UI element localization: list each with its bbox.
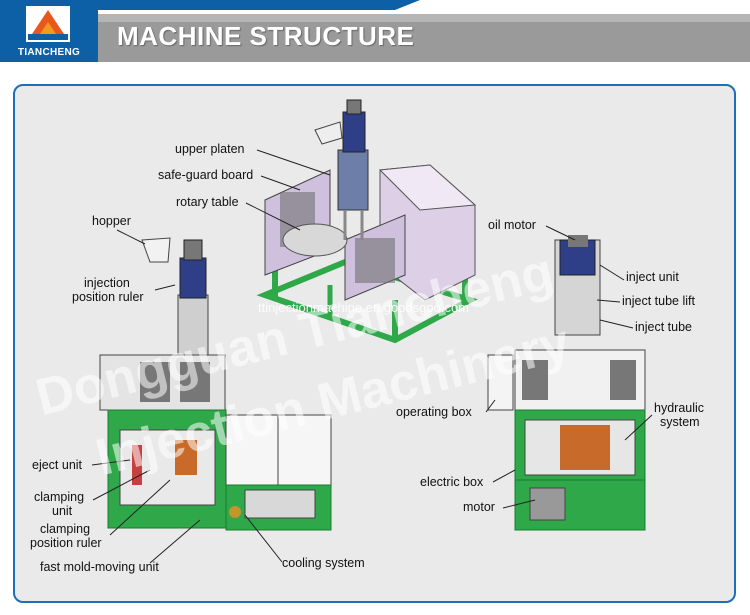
label-safe-guard-board: safe-guard board bbox=[158, 168, 254, 182]
label-clamping-position-ruler-1: clamping bbox=[40, 522, 91, 536]
label-electric-box: electric box bbox=[420, 475, 484, 489]
label-inject-unit: inject unit bbox=[626, 270, 679, 284]
label-eject-unit: eject unit bbox=[32, 458, 83, 472]
logo-mark-icon bbox=[26, 6, 70, 42]
page-title: MACHINE STRUCTURE bbox=[117, 21, 415, 51]
left-machine-illustration bbox=[99, 237, 332, 531]
label-clamping-unit-1: clamping bbox=[34, 490, 85, 504]
label-rotary-table: rotary table bbox=[176, 195, 239, 209]
leader-lines bbox=[91, 149, 653, 564]
label-hydraulic-system-2: system bbox=[660, 415, 700, 429]
logo: TIANCHENG bbox=[0, 0, 98, 62]
watermark-url: ttinjectionmachine.en.goodsgoo.com bbox=[258, 300, 470, 315]
label-motor: motor bbox=[463, 500, 495, 514]
label-fast-mold-moving-unit: fast mold-moving unit bbox=[40, 560, 159, 574]
label-upper-platen: upper platen bbox=[175, 142, 245, 156]
rotary-machine-illustration bbox=[256, 99, 478, 344]
label-injection-position-ruler-2: position ruler bbox=[72, 290, 144, 304]
label-inject-tube-lift: inject tube lift bbox=[622, 294, 695, 308]
header-band-graphic bbox=[0, 0, 750, 62]
label-clamping-unit-2: unit bbox=[52, 504, 73, 518]
label-injection-position-ruler-1: injection bbox=[84, 276, 130, 290]
header-banner: TIANCHENG MACHINE STRUCTURE bbox=[0, 0, 750, 62]
logo-text: TIANCHENG bbox=[17, 47, 81, 58]
label-inject-tube: inject tube bbox=[635, 320, 692, 334]
label-operating-box: operating box bbox=[396, 405, 472, 419]
label-cooling-system: cooling system bbox=[282, 556, 365, 570]
label-hopper: hopper bbox=[92, 214, 131, 228]
label-hydraulic-system-1: hydraulic bbox=[654, 401, 705, 415]
label-oil-motor: oil motor bbox=[488, 218, 536, 232]
right-machine-illustration bbox=[487, 235, 646, 531]
label-clamping-position-ruler-2: position ruler bbox=[30, 536, 102, 550]
